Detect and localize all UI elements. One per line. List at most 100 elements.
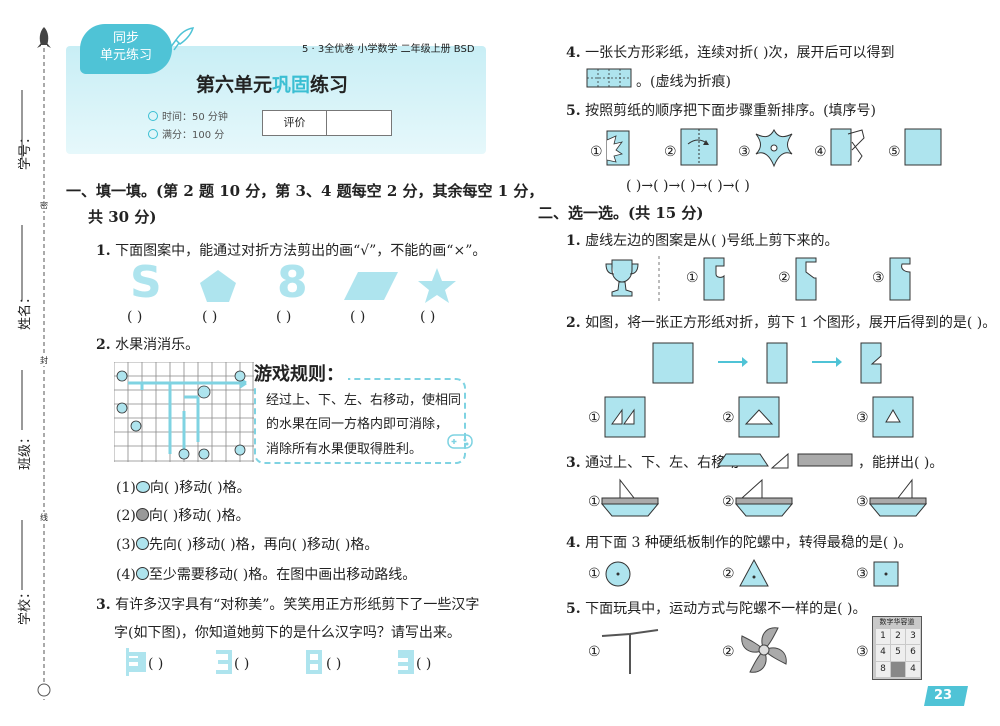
- option-3[interactable]: ③: [856, 644, 869, 660]
- answer-paren[interactable]: ( ): [127, 309, 143, 325]
- cut-character-4: [398, 650, 414, 674]
- rocket-icon: [37, 27, 51, 48]
- option-3[interactable]: ③: [856, 494, 869, 510]
- trophy-pattern: [605, 259, 639, 297]
- s2-q5-text: 5. 下面玩具中，运动方式与陀螺不一样的是( )。: [566, 601, 867, 617]
- paper-cut-step-3: [755, 128, 793, 168]
- step-label-2: ②: [664, 144, 677, 160]
- s2-q4-text: 4. 用下面 3 种硬纸板制作的陀螺中，转得最稳的是( )。: [566, 535, 913, 551]
- option-2[interactable]: ②: [722, 410, 735, 426]
- folded-paper-option-1: [703, 257, 725, 301]
- answer-paren[interactable]: ( ): [276, 309, 292, 325]
- puzzle-tile: 4: [906, 661, 920, 677]
- option-3[interactable]: ③: [856, 410, 869, 426]
- full-score: 满分：100 分: [162, 130, 225, 141]
- fruit-subq-2: (2)向( )移动( )格。: [116, 508, 250, 524]
- answer-paren[interactable]: ( ): [350, 309, 366, 325]
- evaluation-box: 评价: [262, 110, 392, 136]
- option-1[interactable]: ①: [588, 644, 601, 660]
- option-2[interactable]: ②: [778, 270, 791, 286]
- puzzle-title: 数字华容道: [879, 618, 915, 626]
- square-top: [873, 561, 899, 587]
- sequence-answer[interactable]: ( )→( )→( )→( )→( ): [626, 178, 750, 194]
- option-2[interactable]: ②: [722, 644, 735, 660]
- folded-paper: [766, 342, 788, 384]
- arrow-right-icon: [718, 357, 748, 367]
- unfolded-option-2: [738, 396, 780, 438]
- answer-paren[interactable]: ( ): [326, 656, 342, 672]
- arrow-right-icon: [812, 357, 842, 367]
- game-rule-line: 经过上、下、左、右移动，使相同: [266, 393, 462, 408]
- page-title: 第六单元巩固练习: [196, 74, 349, 96]
- game-rules-panel: [254, 378, 466, 464]
- step-label-3: ③: [738, 144, 751, 160]
- grape-icon: [135, 567, 149, 580]
- option-3[interactable]: ③: [872, 270, 885, 286]
- paper-cut-step-4: [830, 128, 865, 166]
- badge-line2: 单元练习: [99, 48, 152, 63]
- option-3[interactable]: ③: [856, 566, 869, 582]
- puzzle-tile: 6: [906, 645, 920, 661]
- dashed-divider: [658, 256, 660, 304]
- option-1[interactable]: ①: [686, 270, 699, 286]
- pinwheel: [741, 627, 787, 673]
- answer-paren[interactable]: ( ): [234, 656, 250, 672]
- r-q4-text: 4. 一张长方形彩纸，连续对折( )次，展开后可以得到: [566, 45, 895, 61]
- option-1[interactable]: ①: [588, 566, 601, 582]
- fruit-subq-4: (4)至少需要移动( )格。在图中画出移动路线。: [116, 567, 417, 583]
- puzzle-tile: 3: [906, 629, 920, 645]
- puzzle-tile: 2: [891, 629, 905, 645]
- r-q4-note: 。(虚线为折痕): [636, 74, 731, 90]
- page-number-badge: [924, 686, 968, 706]
- s2-q3-tail: ，能拼出( )。: [858, 455, 944, 471]
- seal-mi: 密: [40, 200, 48, 211]
- badge-line1: 同步: [112, 31, 139, 46]
- answer-paren[interactable]: ( ): [148, 656, 164, 672]
- check-icon: [148, 129, 158, 139]
- puzzle-tile: 8: [876, 661, 890, 677]
- boat-option-1: [600, 478, 660, 517]
- unfolded-option-3: [872, 396, 914, 438]
- berry-icon: [135, 508, 149, 521]
- option-2[interactable]: ②: [722, 494, 735, 510]
- puzzle-tile: 4: [876, 645, 890, 661]
- gamepad-icon: [447, 434, 473, 449]
- boat-option-2: [734, 478, 794, 517]
- triangle-top: [739, 558, 769, 587]
- game-rule-line: 的水果在同一方格内即可消除，: [266, 417, 449, 432]
- pentagon-shape: [200, 270, 236, 302]
- l-q2-text: 2. 水果消消乐。: [96, 337, 200, 353]
- pear-icon: [135, 481, 150, 493]
- step-label-1: ①: [590, 144, 603, 160]
- seal-xian: 线: [40, 512, 48, 523]
- star-shape: [418, 268, 456, 303]
- cut-character-3: [306, 650, 322, 674]
- field-student-id: 学号：: [18, 130, 33, 170]
- series-label: 5 · 3全优卷 小学数学 二年级上册 BSD: [302, 44, 475, 55]
- section1-line1: 一、填一填。(第 2 题 10 分，第 3、4 题每空 2 分，其余每空 1 分…: [66, 182, 544, 200]
- answer-paren[interactable]: ( ): [416, 656, 432, 672]
- page-number: 23: [934, 688, 953, 703]
- bamboo-dragonfly: [601, 629, 659, 674]
- l-q1-text: 1. 下面图案中，能通过对折方法剪出的画“√”，不能的画“×”。: [96, 243, 487, 259]
- option-1[interactable]: ①: [588, 494, 601, 510]
- fruit-grid[interactable]: [114, 362, 254, 462]
- option-2[interactable]: ②: [722, 566, 735, 582]
- cut-character-2: [216, 650, 232, 674]
- option-1[interactable]: ①: [588, 410, 601, 426]
- parallelogram-shape: [344, 272, 398, 300]
- fruit-subq-1: (1)向( )移动( )格。: [116, 480, 251, 496]
- game-rules-title: 游戏规则：: [254, 360, 348, 386]
- answer-paren[interactable]: ( ): [202, 309, 218, 325]
- fruit-subq-3: (3)先向( )移动( )格，再向( )移动( )格。: [116, 537, 379, 553]
- circle-top: [605, 561, 631, 587]
- field-class: 班级：: [18, 430, 33, 470]
- puzzle-tile: 1: [876, 629, 890, 645]
- answer-paren[interactable]: ( ): [420, 309, 436, 325]
- paper-cut-step-1: [606, 130, 630, 166]
- paper-cut-step-5: [904, 128, 942, 166]
- s2-q2-text: 2. 如图，将一张正方形纸对折，剪下 1 个图形，展开后得到的是( )。: [566, 315, 997, 331]
- folded-paper-option-3: [889, 257, 911, 301]
- folded-paper-strip: [586, 68, 632, 88]
